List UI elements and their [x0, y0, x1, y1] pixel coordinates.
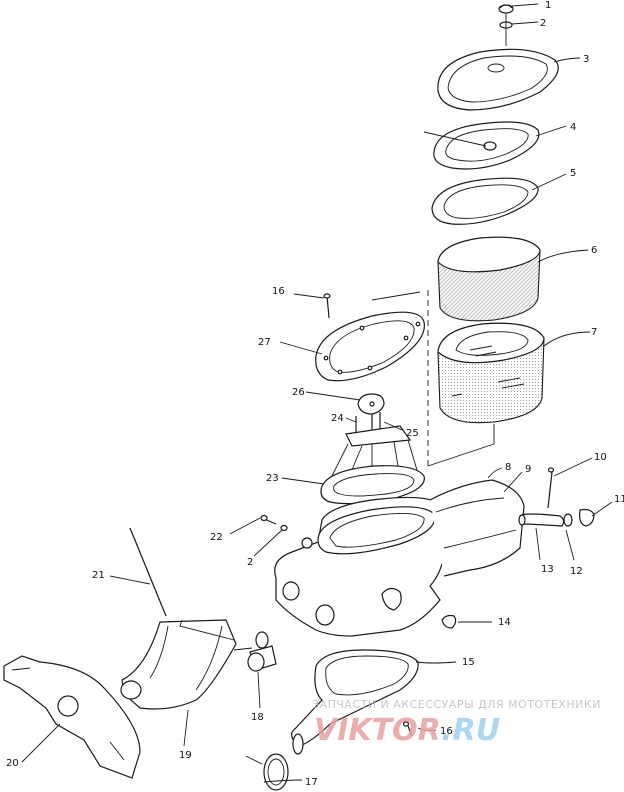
callout-7: 7: [591, 327, 597, 338]
watermark-tagline: ЗАПЧАСТИ И АКСЕССУАРЫ ДЛЯ МОТОТЕХНИКИ: [312, 698, 601, 711]
callout-15: 15: [462, 657, 475, 668]
watermark-logo: VIKTOR.RU: [314, 713, 500, 748]
callout-14: 14: [498, 617, 511, 628]
callout-11: 11: [614, 494, 624, 505]
breather-hose-part: [518, 508, 595, 527]
base-gasket-part: [315, 311, 425, 382]
callout-22: 22: [210, 532, 223, 543]
watermark: ЗАПЧАСТИ И АКСЕССУАРЫ ДЛЯ МОТОТЕХНИКИ VI…: [312, 698, 601, 748]
drain-plug-part: [441, 614, 457, 629]
callout-6: 6: [591, 245, 597, 256]
washer-part-top: [499, 14, 513, 46]
callout-27: 27: [258, 337, 271, 348]
callout-25: 25: [406, 428, 419, 439]
callout-26: 26: [292, 387, 305, 398]
callout-12: 12: [570, 566, 583, 577]
air-inlet-boot-part: [120, 619, 237, 710]
callout-labels: 1 2 3 4 5 6 7 8 9 10 11 12 13 14 15 16 1…: [6, 0, 624, 788]
callout-1: 1: [545, 0, 551, 11]
callout-24: 24: [331, 413, 344, 424]
air-box-cover-part: [437, 48, 559, 111]
filter-retainer-part: [431, 177, 539, 225]
bolt-part-16a: [323, 293, 331, 319]
bolt-part-22: [260, 514, 288, 532]
pre-filter-part: [437, 236, 541, 322]
cover-gasket-part: [433, 121, 540, 170]
callout-2-bottom: 2: [247, 557, 253, 568]
wing-nut-part: [498, 4, 514, 14]
callout-21: 21: [92, 570, 105, 581]
callout-2-top: 2: [540, 18, 546, 29]
callout-16-bottom: 16: [440, 726, 453, 737]
filter-bracket-part: [320, 425, 425, 505]
callout-23: 23: [266, 473, 279, 484]
callout-17: 17: [305, 777, 318, 788]
coupler-part: [247, 631, 277, 672]
watermark-logo-tail: .RU: [441, 713, 500, 748]
callout-5: 5: [570, 168, 576, 179]
watermark-logo-main: VIKTOR: [314, 713, 441, 748]
air-intake-duct-part: [291, 649, 419, 755]
callout-20: 20: [6, 758, 19, 769]
intake-cap-part: [245, 753, 289, 791]
callout-16-top: 16: [272, 286, 285, 297]
callout-13: 13: [541, 564, 554, 575]
strap-part: [129, 527, 167, 617]
callout-10: 10: [594, 452, 607, 463]
air-filter-element-part: [437, 322, 545, 424]
callout-9: 9: [525, 464, 531, 475]
callout-19: 19: [179, 750, 192, 761]
hose-clamp-part: [547, 467, 555, 509]
air-box-body-part: [274, 479, 525, 637]
callout-18: 18: [251, 712, 264, 723]
bolt-part-16b: [402, 721, 413, 737]
mounting-plate-part: [357, 393, 385, 415]
callout-8: 8: [505, 462, 511, 473]
heat-shield-plate-part: [3, 655, 141, 779]
callout-3: 3: [583, 54, 589, 65]
callout-4: 4: [570, 122, 576, 133]
leader-lines: [21, 3, 613, 783]
